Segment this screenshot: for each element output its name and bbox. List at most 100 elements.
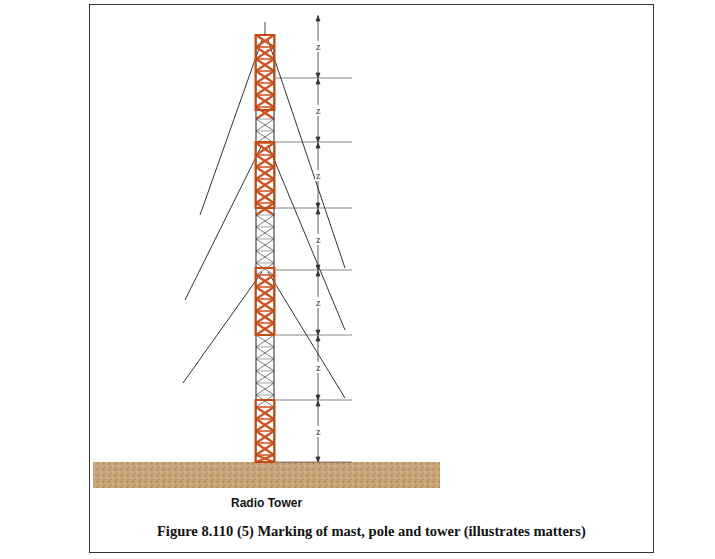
lattice-brace (256, 167, 274, 179)
arrowhead (316, 395, 320, 400)
lattice-rung (256, 347, 274, 348)
lattice-brace (256, 107, 274, 119)
arrowhead (316, 336, 320, 341)
lattice-brace (256, 167, 274, 179)
lattice-brace (256, 335, 274, 347)
arrowhead (316, 137, 320, 142)
lattice-brace (256, 143, 274, 155)
lattice-brace (256, 371, 274, 383)
figure-label: Radio Tower (231, 496, 302, 510)
extension-line (276, 142, 352, 143)
lattice-brace (256, 71, 274, 83)
lattice-brace (256, 239, 274, 251)
figure-caption: Figure 8.110 (5) Marking of mast, pole a… (157, 523, 586, 540)
arrowhead (316, 401, 320, 406)
lattice-brace (256, 143, 274, 155)
lattice-brace (256, 323, 274, 335)
lattice-rung (256, 310, 274, 312)
guy-wires (183, 40, 345, 398)
lattice-brace (256, 179, 274, 191)
lattice-rung (256, 239, 274, 240)
lattice-rung (256, 430, 274, 432)
lattice-brace (256, 383, 274, 395)
lattice-rung (256, 418, 274, 420)
lattice-brace (256, 443, 274, 455)
lattice-rung (256, 227, 274, 228)
lattice-brace (256, 431, 274, 443)
lattice-brace (256, 191, 274, 203)
lattice-brace (256, 95, 274, 107)
lattice-brace (256, 419, 274, 431)
lattice-brace (256, 371, 274, 383)
lattice-brace (256, 287, 274, 299)
lattice-brace (256, 359, 274, 371)
lattice-brace (256, 335, 274, 347)
ground (93, 462, 440, 488)
extension-line (276, 270, 352, 271)
extension-line (276, 400, 352, 401)
arrowhead (316, 330, 320, 335)
lattice-brace (256, 419, 274, 431)
dimension-label: z (315, 426, 321, 437)
lattice-brace (256, 275, 274, 287)
lattice-rung (256, 166, 274, 168)
lattice-rung (256, 395, 274, 396)
dimension-label: z (315, 41, 321, 52)
lattice-brace (256, 443, 274, 455)
lattice-brace (256, 119, 274, 131)
lattice-brace (256, 299, 274, 311)
lattice-rung (256, 154, 274, 156)
lattice-rung (256, 70, 274, 72)
lattice-rung (256, 202, 274, 204)
dimension-label: z (315, 105, 321, 116)
lattice-rung (256, 215, 274, 216)
lattice-rung (256, 359, 274, 360)
lattice-brace (256, 251, 274, 263)
lattice-brace (256, 407, 274, 419)
lattice-brace (256, 455, 274, 462)
lattice-rung (256, 119, 274, 120)
lattice-brace (256, 323, 274, 335)
lattice-brace (256, 347, 274, 359)
dimension-label: z (315, 170, 321, 181)
arrowhead (316, 265, 320, 270)
arrowhead (316, 457, 320, 462)
lattice-brace (256, 227, 274, 239)
extension-line (276, 335, 352, 336)
lattice-brace (256, 155, 274, 167)
lattice-rung (256, 286, 274, 288)
lattice-brace (256, 287, 274, 299)
lattice-brace (256, 71, 274, 83)
lattice-brace (256, 59, 274, 71)
lattice-rung (256, 274, 274, 276)
red-band (256, 35, 275, 110)
lattice-brace (256, 455, 274, 462)
arrowhead (316, 271, 320, 276)
lattice-rung (256, 442, 274, 444)
lattice-rung (256, 190, 274, 192)
lattice-brace (256, 59, 274, 71)
lattice-rung (256, 454, 274, 456)
lattice-brace (256, 35, 274, 47)
lattice-rung (256, 406, 274, 408)
lattice-brace (256, 155, 274, 167)
dimension-label: z (315, 297, 321, 308)
arrowhead (316, 79, 320, 84)
lattice-tower (256, 22, 275, 462)
lattice-rung (256, 46, 274, 48)
lattice-rung (256, 263, 274, 264)
lattice-rung (256, 322, 274, 324)
lattice-brace (256, 95, 274, 107)
lattice-brace (256, 239, 274, 251)
lattice-brace (256, 299, 274, 311)
lattice-brace (256, 119, 274, 131)
arrowhead (316, 16, 320, 21)
lattice-brace (256, 191, 274, 203)
lattice-rung (256, 82, 274, 84)
lattice-rung (256, 178, 274, 180)
lattice-rung (256, 298, 274, 300)
lattice-rung (256, 131, 274, 132)
lattice-brace (256, 359, 274, 371)
lattice-rung (256, 383, 274, 384)
